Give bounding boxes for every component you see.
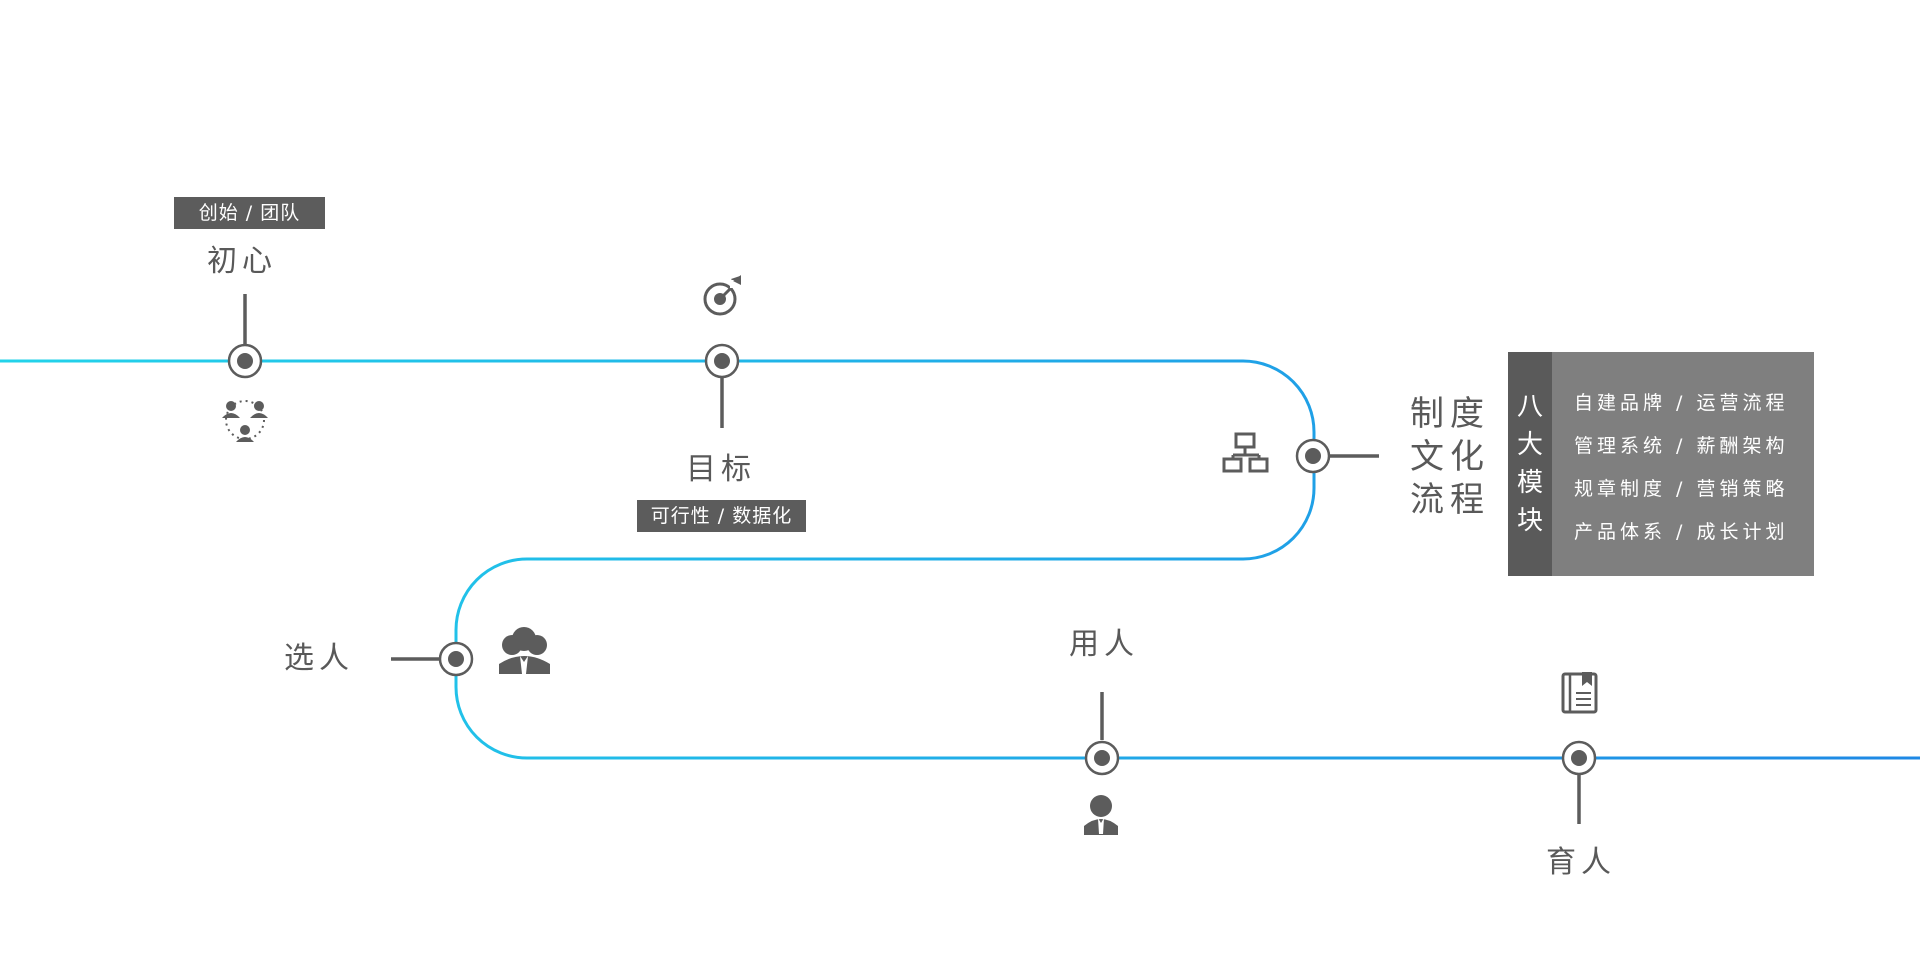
modules-list: 自建品牌 / 运营流程 管理系统 / 薪酬架构 规章制度 / 营销策略 产品体系… xyxy=(1574,382,1788,554)
title-xuanren: 选人 xyxy=(284,641,354,676)
node-yuren xyxy=(1561,740,1597,776)
panel-side-char-3: 模 xyxy=(1516,468,1543,498)
node-mubiao xyxy=(704,343,740,379)
module-item: 自建品牌 / 运营流程 xyxy=(1574,392,1789,414)
title-yongren: 用人 xyxy=(1069,627,1139,662)
title-zhidu-line-1: 制度 xyxy=(1410,394,1490,434)
title-yuren: 育人 xyxy=(1546,845,1616,880)
node-chuxin xyxy=(227,343,263,379)
modules-panel: 八 大 模 块 自建品牌 / 运营流程 管理系统 / 薪酬架构 规章制度 / 营… xyxy=(1508,352,1814,576)
module-item: 管理系统 / 薪酬架构 xyxy=(1574,435,1789,457)
org-chart-icon xyxy=(1222,432,1269,473)
title-mubiao: 目标 xyxy=(686,452,756,487)
team-icon xyxy=(222,400,268,442)
title-chuxin: 初心 xyxy=(207,244,277,279)
node-yongren xyxy=(1084,740,1120,776)
title-zhidu-line-2: 文化 xyxy=(1410,437,1490,477)
panel-side-char-2: 大 xyxy=(1516,430,1543,460)
panel-side-char-4: 块 xyxy=(1516,506,1543,536)
tag-mubiao: 可行性 / 数据化 xyxy=(637,500,806,532)
book-icon xyxy=(1561,672,1598,714)
title-zhidu: 制度 文化 流程 xyxy=(1410,393,1490,522)
module-item: 规章制度 / 营销策略 xyxy=(1574,478,1789,500)
node-zhidu xyxy=(1295,438,1331,474)
person-icon xyxy=(1084,795,1118,835)
module-item: 产品体系 / 成长计划 xyxy=(1574,521,1789,543)
node-xuanren xyxy=(438,641,474,677)
target-icon xyxy=(703,275,741,316)
panel-side-char-1: 八 xyxy=(1516,392,1543,422)
modules-panel-title: 八 大 模 块 xyxy=(1508,352,1552,576)
title-zhidu-line-3: 流程 xyxy=(1410,480,1490,520)
tag-chuxin: 创始 / 团队 xyxy=(174,197,325,229)
group-icon xyxy=(499,627,550,674)
timeline-path xyxy=(0,359,1920,760)
